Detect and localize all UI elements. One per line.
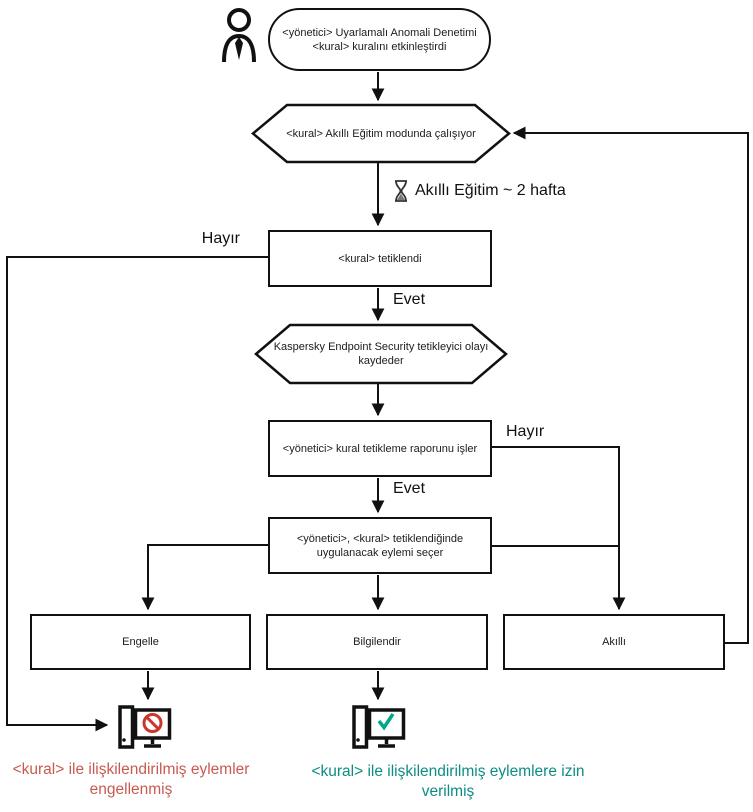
node-kes-logs-line2: kaydeder <box>358 355 404 367</box>
node-action-inform-label: Bilgilendir <box>353 636 401 648</box>
node-admin-selects-action-line2: uygulanacak eylemi seçer <box>316 546 444 559</box>
node-action-smart: Akıllı <box>503 614 725 670</box>
person-icon <box>222 8 256 63</box>
hexagon-shape <box>251 103 511 164</box>
edge-label-no-2: Hayır <box>506 423 545 440</box>
node-admin-selects-action-line1: <yönetici>, <kural> tetiklendiğinde <box>296 532 464 545</box>
node-action-block: Engelle <box>30 614 251 670</box>
caption-blocked-line1: <kural> ile ilişkilendirilmiş eylemler <box>12 761 250 778</box>
node-action-inform: Bilgilendir <box>266 614 488 670</box>
node-rule-triggered: <kural> tetiklendi <box>268 230 492 287</box>
training-duration-label: Akıllı Eğitim ~ 2 hafta <box>415 182 566 199</box>
computer-allowed-icon <box>352 705 406 749</box>
training-duration: Akıllı Eğitim ~ 2 hafta <box>393 180 566 202</box>
edge-label-yes-2: Evet <box>393 480 426 497</box>
computer-blocked-icon <box>118 705 172 749</box>
node-training-mode-label: <kural> Akıllı Eğitim modunda çalışıyor <box>286 127 476 140</box>
hexagon-shape <box>254 323 508 385</box>
node-start: <yönetici> Uyarlamalı Anomali Denetimi <… <box>268 8 491 71</box>
caption-allowed: <kural> ile ilişkilendirilmiş eylemlere … <box>298 762 598 802</box>
edge-select-to-block <box>141 544 268 611</box>
node-kes-logs-line1: Kaspersky Endpoint Security tetikleyici … <box>273 341 489 353</box>
node-admin-selects-action: <yönetici>, <kural> tetiklendiğinde uygu… <box>268 517 492 574</box>
node-action-smart-label: Akıllı <box>602 636 626 648</box>
node-action-block-label: Engelle <box>122 636 159 648</box>
node-admin-processes-report-label: <yönetici> kural tetikleme raporunu işle… <box>282 442 478 455</box>
check-icon <box>377 713 395 731</box>
edge-smart-loopback <box>512 126 749 644</box>
node-start-line1: <yönetici> Uyarlamalı Anomali Denetimi <box>282 26 477 39</box>
prohibition-icon <box>142 713 163 733</box>
node-admin-processes-report: <yönetici> kural tetikleme raporunu işle… <box>268 420 492 477</box>
hourglass-icon <box>395 180 407 202</box>
node-kes-logs-event: Kaspersky Endpoint Security tetikleyici … <box>254 323 508 385</box>
caption-allowed-line1: <kural> ile ilişkilendirilmiş eylemlere … <box>311 763 585 780</box>
node-rule-triggered-label: <kural> tetiklendi <box>338 252 422 265</box>
caption-blocked: <kural> ile ilişkilendirilmiş eylemler e… <box>6 760 256 800</box>
edge-triggered-no-loop <box>6 256 268 732</box>
edge-label-no-1: Hayır <box>201 230 240 247</box>
node-training-mode: <kural> Akıllı Eğitim modunda çalışıyor <box>251 103 511 164</box>
caption-allowed-line2: verilmiş <box>421 783 475 800</box>
node-start-line2: <kural> kuralını etkinleştirdi <box>312 40 447 53</box>
caption-blocked-line2: engellenmiş <box>89 781 173 798</box>
edge-label-yes-1: Evet <box>393 291 426 308</box>
edge-report-no <box>492 446 626 611</box>
